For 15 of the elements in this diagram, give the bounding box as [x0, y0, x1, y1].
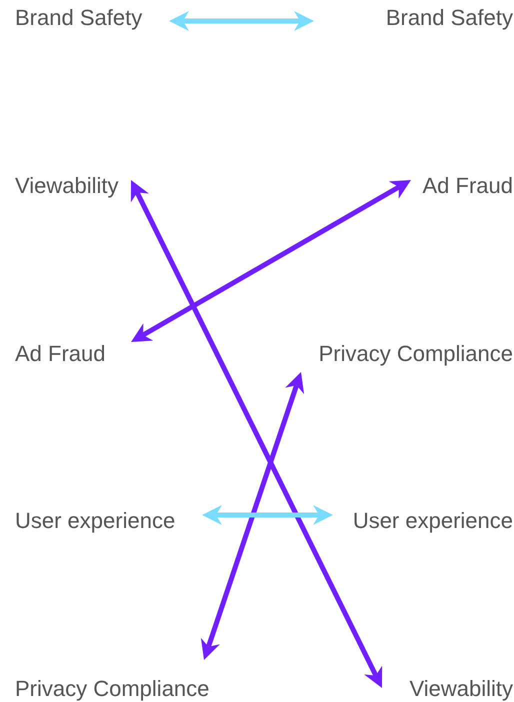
node-label: Viewability [15, 173, 119, 198]
double-arrow [169, 11, 314, 31]
double-arrow [200, 372, 304, 660]
double-arrow [131, 180, 411, 342]
node-label: Brand Safety [386, 5, 513, 30]
node-label: Viewability [409, 676, 513, 701]
node-label: User experience [352, 508, 513, 533]
node-label: Brand Safety [15, 5, 142, 30]
node-label: User experience [15, 508, 176, 533]
double-arrow [130, 180, 382, 688]
node-label: Ad Fraud [15, 341, 106, 366]
node-label: Ad Fraud [422, 173, 513, 198]
node-label: Privacy Compliance [318, 341, 513, 366]
double-arrow [202, 505, 333, 525]
node-label: Privacy Compliance [15, 676, 210, 701]
